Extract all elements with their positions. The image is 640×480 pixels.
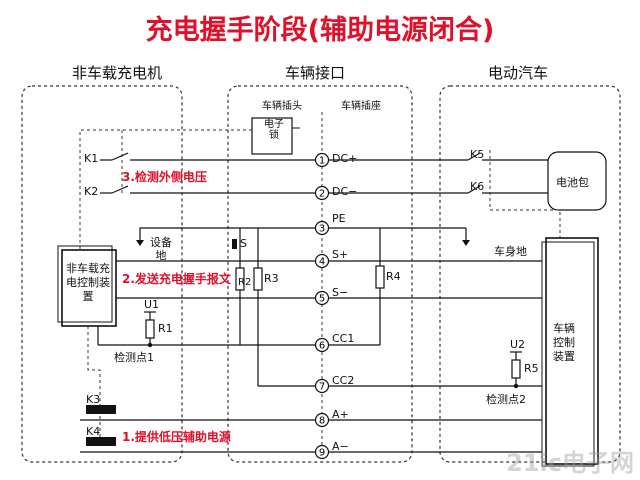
- pin-1-circle: [314, 152, 330, 168]
- pin-3-number: 3: [319, 224, 325, 235]
- k2-label: K2: [84, 185, 99, 198]
- r4-resistor: [375, 265, 385, 289]
- pin-name-s-plus: S+: [332, 248, 349, 261]
- switch-s-label: S: [240, 237, 247, 250]
- pin-7-circle: [314, 378, 330, 394]
- battery-box: [547, 151, 607, 211]
- r3-label: R3: [264, 272, 279, 285]
- pin-4-number: 4: [319, 257, 325, 268]
- step-3-annotation: 3.检测外侧电压: [122, 170, 207, 184]
- e-lock-label: 电子锁: [264, 119, 284, 141]
- u1-label: U1: [144, 298, 160, 311]
- test-point-1-label: 检测点1: [114, 351, 154, 364]
- plug-label: 车辆插头: [262, 101, 302, 112]
- pin-8-number: 8: [319, 416, 325, 427]
- vehicle-section-box: [439, 85, 621, 463]
- section-label-vehicle: 电动汽车: [488, 64, 549, 82]
- pin-9-circle: [314, 444, 330, 460]
- u2-label: U2: [510, 338, 526, 351]
- step-1-annotation: 1.提供低压辅助电源: [122, 430, 231, 444]
- r5-label: R5: [524, 362, 539, 375]
- vehicle-controller-box: [545, 237, 599, 465]
- pin-name-s-minus: S−: [332, 286, 349, 299]
- k6-contact: [467, 185, 481, 194]
- pin-name-dc-minus: DC−: [332, 185, 358, 198]
- k3-contact: [86, 405, 116, 414]
- charger-controller-label: 非车载充电控制装置: [66, 262, 110, 303]
- pin-2-number: 2: [319, 189, 325, 200]
- r3-resistor: [253, 267, 263, 291]
- section-label-charger: 非车载充电机: [72, 64, 163, 82]
- r1-label: R1: [158, 322, 173, 335]
- pin-5-number: 5: [319, 294, 325, 305]
- pin-6-number: 6: [319, 341, 325, 352]
- switch-s-mark: [232, 239, 237, 249]
- pin-9-number: 9: [319, 448, 325, 459]
- pin-6-circle: [314, 337, 330, 353]
- pin-name-cc1: CC1: [332, 332, 355, 345]
- socket-label: 车辆插座: [341, 101, 381, 112]
- k2-contact: [111, 185, 129, 194]
- k4-label: K4: [86, 425, 101, 438]
- r2-label: R2: [238, 277, 252, 288]
- pin-7-number: 7: [319, 382, 325, 393]
- pin-name-a-plus: A+: [332, 408, 349, 421]
- k1-contact: [111, 152, 129, 161]
- device-ground-label: 设备地: [150, 236, 172, 262]
- r4-label: R4: [386, 270, 401, 283]
- pin-1-number: 1: [319, 156, 325, 167]
- watermark: 21ic电子网: [506, 449, 634, 477]
- pin-4-circle: [314, 253, 330, 269]
- r5-resistor: [511, 359, 521, 379]
- e-lock-box: [251, 117, 293, 155]
- step-2-annotation: 2.发送充电握手报文: [122, 272, 231, 286]
- section-label-interface: 车辆接口: [285, 64, 346, 82]
- page-title: 充电握手阶段(辅助电源闭合): [145, 15, 495, 46]
- interface-section-box: [227, 85, 413, 463]
- pin-name-dc-plus: DC+: [332, 152, 358, 165]
- k4-contact: [86, 437, 116, 446]
- test-point-2-label: 检测点2: [486, 393, 526, 406]
- pin-8-circle: [314, 412, 330, 428]
- k1-label: K1: [84, 152, 99, 165]
- pin-name-a-minus: A−: [332, 440, 349, 453]
- k5-label: K5: [470, 148, 485, 161]
- charger-section-box: [21, 85, 183, 463]
- charger-controller-box: [61, 249, 117, 327]
- r1-resistor: [145, 319, 155, 339]
- pin-2-circle: [314, 185, 330, 201]
- vehicle-controller-label: 车辆控制装置: [553, 322, 575, 363]
- pin-name-cc2: CC2: [332, 374, 355, 387]
- pin-3-circle: [314, 220, 330, 236]
- k3-label: K3: [86, 393, 101, 406]
- pin-name-pe: PE: [332, 212, 346, 225]
- body-ground-label: 车身地: [494, 245, 527, 258]
- k5-contact: [467, 152, 481, 161]
- k6-label: K6: [470, 180, 485, 193]
- pin-5-circle: [314, 290, 330, 306]
- battery-label: 电池包: [556, 176, 589, 189]
